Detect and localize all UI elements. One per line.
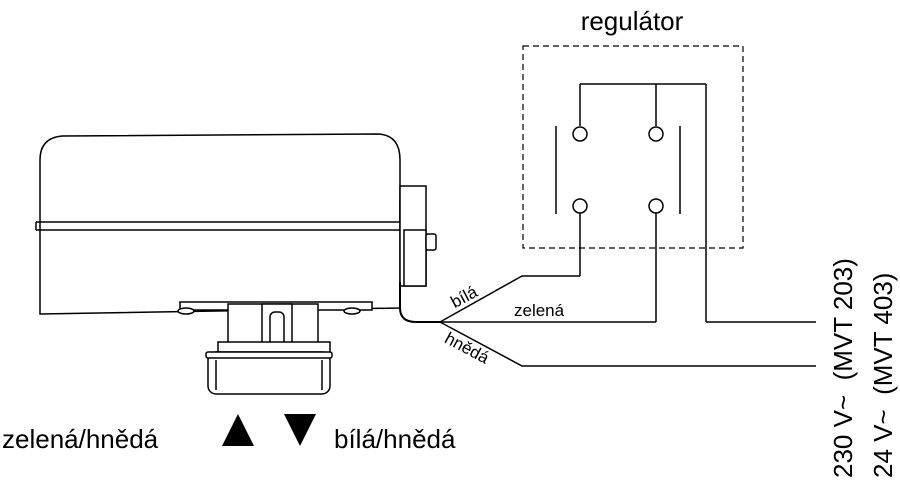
actuator xyxy=(35,133,440,395)
wire-white xyxy=(439,275,580,323)
actuator-housing xyxy=(39,133,401,315)
wire-brown xyxy=(439,321,816,367)
regulator-title: regulátor xyxy=(581,6,684,36)
wire-label-white: bílá xyxy=(448,282,482,312)
contact-bottom-right xyxy=(648,198,664,214)
contact-top-left xyxy=(572,126,588,142)
wires xyxy=(439,275,816,367)
supply-label-24: 24 V~ (MVT 403) xyxy=(868,273,898,478)
contact-top-right xyxy=(648,126,664,142)
legend-up-label: zelená/hnědá xyxy=(2,424,159,454)
cable-gland xyxy=(425,233,437,251)
wire-label-green: zelená xyxy=(514,301,565,320)
regulator-contacts xyxy=(555,83,707,322)
triangle-up-icon xyxy=(222,414,254,446)
triangle-down-icon xyxy=(284,414,316,446)
legend-down-label: bílá/hnědá xyxy=(334,424,456,454)
wire-label-brown: hnědá xyxy=(442,329,493,368)
actuator-cable xyxy=(399,282,440,323)
supply-label-230: 230 V~ (MVT 203) xyxy=(828,258,858,478)
contact-bottom-left xyxy=(572,198,588,214)
regulator-box xyxy=(522,45,744,249)
